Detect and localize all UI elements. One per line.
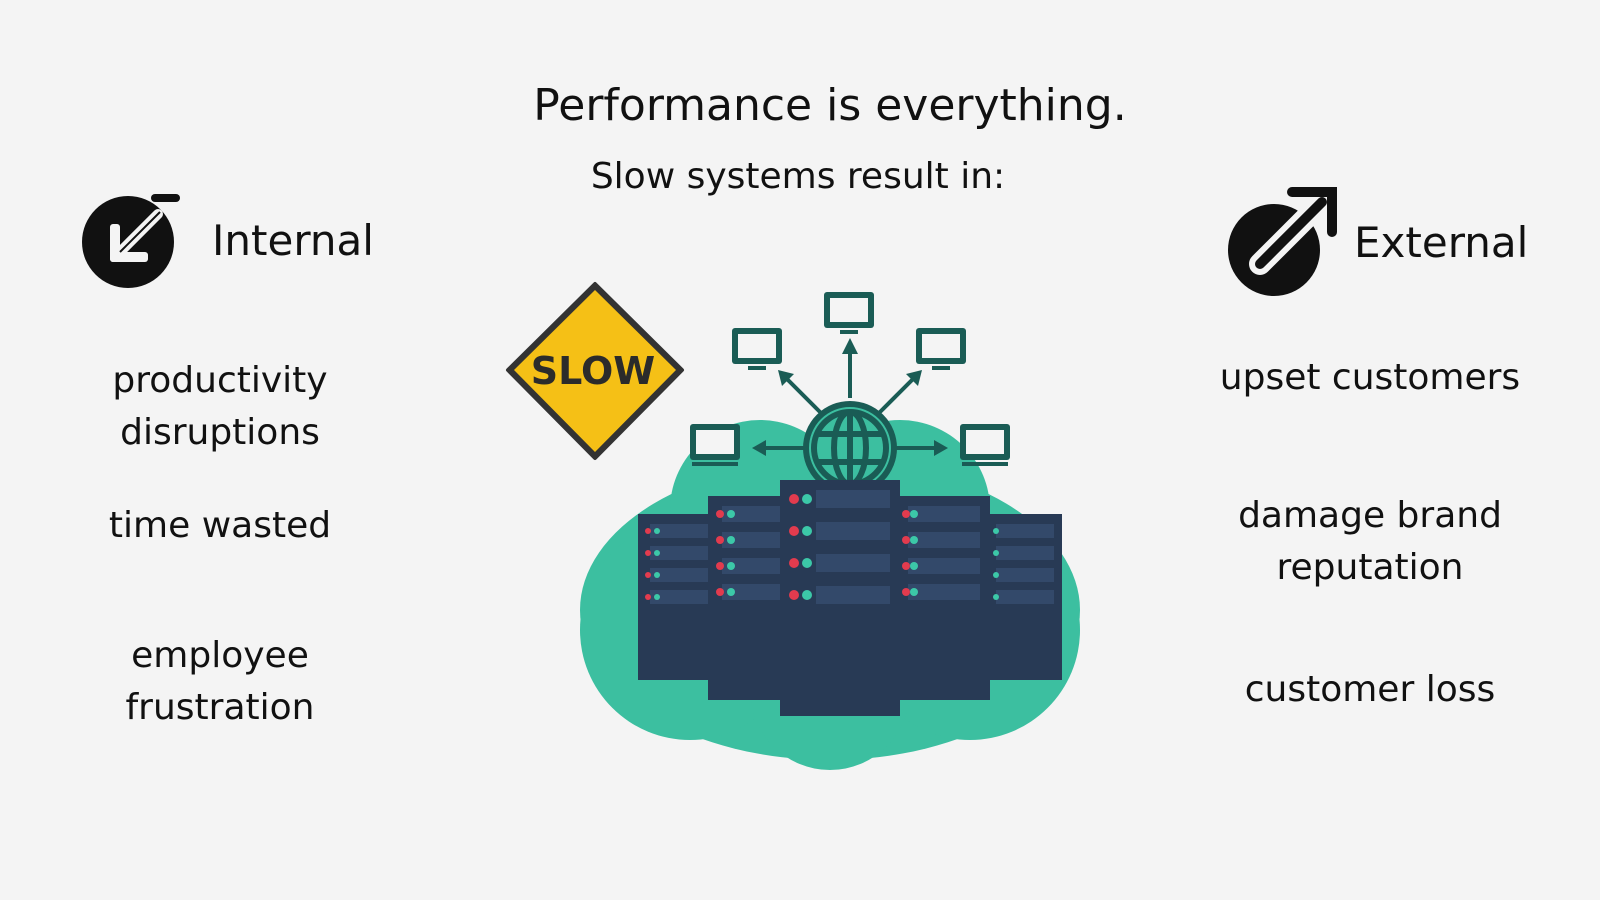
page-subtitle: Slow systems result in: bbox=[590, 156, 1006, 197]
page-title: Performance is everything. bbox=[533, 80, 1127, 131]
slow-sign-text: SLOW bbox=[531, 349, 655, 393]
slow-sign: SLOW bbox=[506, 282, 684, 460]
internal-header: Internal bbox=[80, 190, 374, 290]
globe-icon bbox=[803, 401, 897, 495]
internal-heading: Internal bbox=[212, 215, 374, 265]
arrow-in-circle-icon bbox=[82, 194, 180, 288]
server-rack bbox=[988, 514, 1062, 680]
monitor-icon bbox=[916, 328, 966, 370]
external-item-loss: customer loss bbox=[1244, 669, 1496, 710]
slow-server-diagram: SLOW bbox=[506, 282, 1080, 770]
monitor-icon bbox=[690, 424, 740, 466]
server-rack bbox=[780, 480, 900, 716]
network-lines bbox=[762, 346, 938, 450]
network-arrowheads bbox=[752, 338, 948, 456]
server-rack bbox=[898, 496, 990, 700]
monitor-icon bbox=[824, 292, 874, 334]
external-heading: External bbox=[1354, 217, 1529, 267]
server-rack bbox=[708, 496, 792, 700]
monitor-icon bbox=[732, 328, 782, 370]
monitor-icon bbox=[960, 424, 1010, 466]
arrow-out-circle-icon bbox=[1228, 187, 1337, 296]
external-header: External bbox=[1224, 184, 1528, 300]
server-rack bbox=[638, 514, 718, 680]
external-item-customers: upset customers bbox=[1219, 357, 1521, 398]
internal-item-time: time wasted bbox=[108, 505, 332, 546]
